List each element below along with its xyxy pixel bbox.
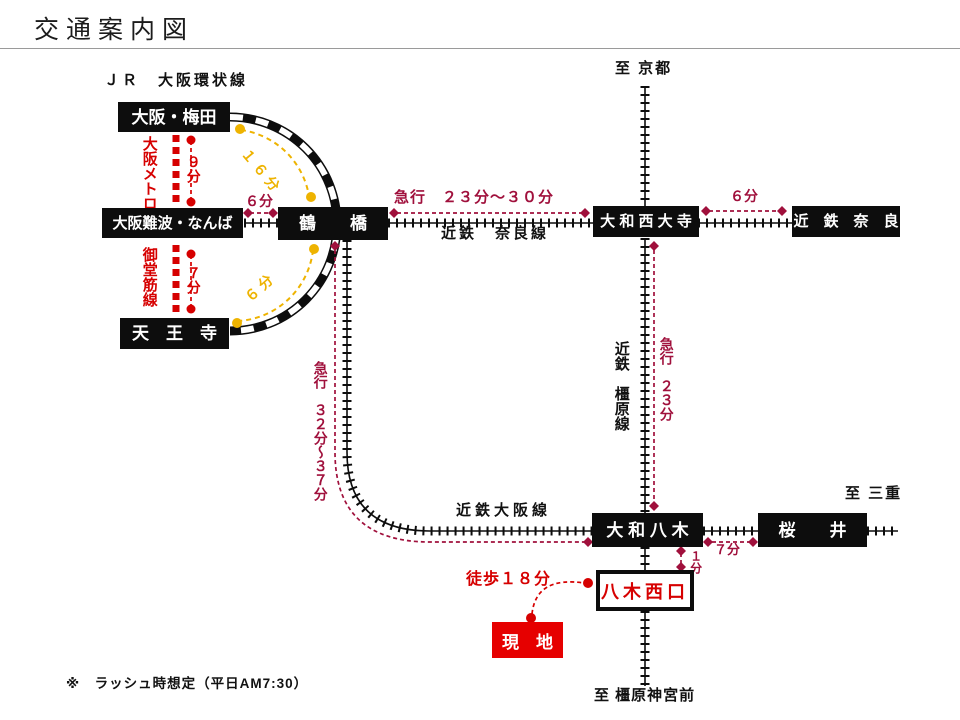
time-walk-to-site: 徒歩１８分 bbox=[466, 571, 552, 588]
site-marker-genchi: 現 地 bbox=[492, 622, 563, 658]
station-osaka-umeda: 大阪・梅田 bbox=[118, 102, 230, 132]
title-divider bbox=[0, 48, 960, 49]
loop-time-arcs bbox=[232, 124, 319, 328]
label-kintetsu-nara-line: 近鉄 奈良線 bbox=[441, 225, 550, 242]
time-namba-tennoji: ７分 bbox=[185, 266, 202, 294]
time-umeda-namba: ９分 bbox=[185, 155, 202, 183]
station-yagi-nishiguchi: 八木西口 bbox=[596, 570, 694, 611]
station-sakurai: 桜 井 bbox=[758, 513, 867, 547]
time-namba-tsuruhashi: ６分 bbox=[245, 193, 273, 209]
time-express-tsuruhashi-yagi: 急行 ３２分～３７分 bbox=[312, 361, 329, 501]
railway-tracks bbox=[244, 86, 898, 686]
station-osaka-namba: 大阪難波・なんば bbox=[102, 208, 243, 238]
time-express-saidaiji-yagi: 急行 ２３分 bbox=[658, 337, 675, 421]
label-osaka-metro-line: 大阪メトロ bbox=[140, 136, 158, 211]
express-time-connectors bbox=[243, 206, 787, 572]
page-title: 交通案内図 bbox=[34, 15, 195, 44]
time-yagi-nishiguchi: １分 bbox=[688, 550, 703, 574]
label-midosuji-line: 御堂筋線 bbox=[140, 247, 158, 307]
time-yagi-sakurai: ７分 bbox=[714, 542, 741, 557]
label-to-kyoto: 至 京都 bbox=[615, 60, 673, 77]
metro-line-segments bbox=[172, 135, 196, 317]
label-kintetsu-kashihara-line: 近鉄 橿原線 bbox=[612, 341, 630, 431]
time-saidaiji-nara: ６分 bbox=[730, 188, 758, 204]
station-tennoji: 天 王 寺 bbox=[120, 318, 229, 349]
label-to-kashihara-jingumae: 至 橿原神宮前 bbox=[594, 687, 696, 704]
station-kintetsu-nara: 近 鉄 奈 良 bbox=[792, 206, 900, 237]
rush-hour-note: ※ ラッシュ時想定（平日AM7:30） bbox=[66, 676, 309, 691]
station-yamato-yagi: 大 和 八 木 bbox=[592, 513, 703, 547]
station-yamato-saidaiji: 大 和 西 大 寺 bbox=[593, 206, 699, 237]
walk-route-connector bbox=[526, 578, 593, 623]
label-kintetsu-osaka-line: 近鉄大阪線 bbox=[456, 502, 552, 519]
time-express-tsuruhashi-saidaiji: 急行 ２３分～３０分 bbox=[394, 189, 555, 206]
station-tsuruhashi: 鶴 橋 bbox=[278, 207, 388, 240]
label-to-mie: 至 三重 bbox=[845, 485, 903, 502]
label-jr-loop-line: ＪＲ 大阪環状線 bbox=[104, 72, 249, 89]
